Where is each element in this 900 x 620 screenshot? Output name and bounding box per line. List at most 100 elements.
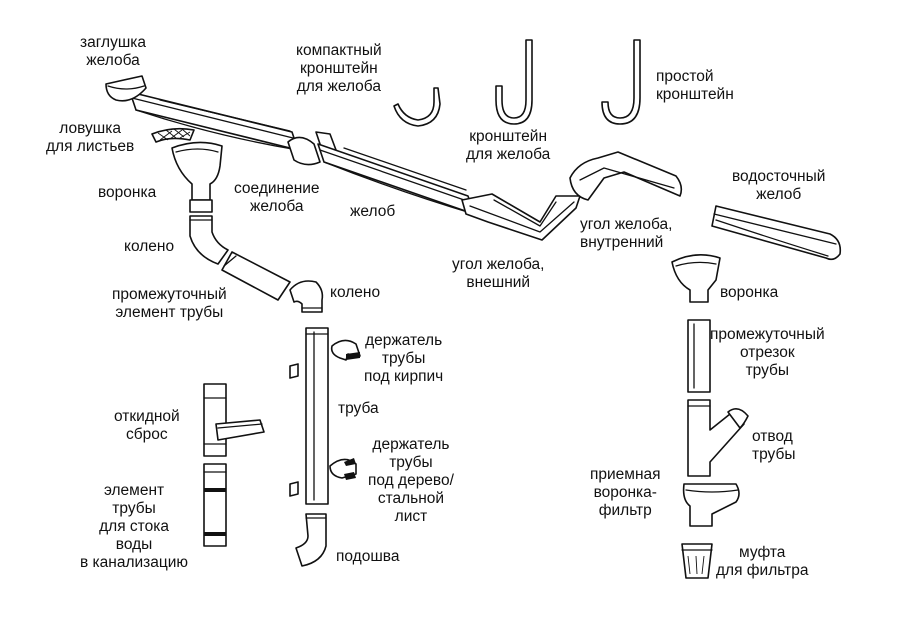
label-sewer-pipe-element: элемент трубы для стока воды в канализац… xyxy=(80,482,188,572)
label-line: приемная xyxy=(590,466,661,483)
label-filter-funnel: приемная воронка- фильтр xyxy=(590,466,661,520)
label-line: водосточный xyxy=(732,168,826,185)
label-line: кронштейн xyxy=(656,86,734,103)
label-line: кронштейн xyxy=(469,128,548,145)
label-filter-coupling: муфта для фильтра xyxy=(716,544,808,580)
wall-clips xyxy=(289,363,299,497)
leaf-trap-part xyxy=(151,127,195,143)
label-line: для листьев xyxy=(46,138,135,155)
label-line: колено xyxy=(330,284,381,301)
label-line: под дерево/ xyxy=(368,472,454,489)
label-line: желоба xyxy=(86,52,140,69)
label-line: внутренний xyxy=(580,234,664,251)
gutter-cap-part xyxy=(105,75,147,102)
label-line: держатель xyxy=(372,436,450,453)
label-line: муфта xyxy=(739,544,786,561)
flap-outlet-part xyxy=(203,383,265,457)
label-line: отвод xyxy=(752,428,793,445)
label-line: трубы xyxy=(381,350,426,367)
label-line: воронка xyxy=(720,284,779,301)
label-line: воронка xyxy=(98,184,157,201)
label-line: простой xyxy=(656,68,714,85)
label-line: стальной xyxy=(377,490,445,507)
label-line: сброс xyxy=(126,426,168,443)
label-line: фильтр xyxy=(598,502,652,519)
label-line: в канализацию xyxy=(80,554,189,571)
elbow-right-part xyxy=(289,280,324,313)
intermediate-pipe-section-part xyxy=(687,319,711,393)
label-line: трубы xyxy=(745,362,790,379)
label-pipe-branch: отвод трубы xyxy=(752,428,796,464)
label-line: колено xyxy=(124,238,175,255)
label-line: для желоба xyxy=(466,146,551,163)
elbow-left-part xyxy=(189,215,229,265)
label-gutter-joint: соединение желоба xyxy=(234,180,320,216)
outer-corner-part xyxy=(461,193,581,241)
label-line: трубы xyxy=(752,446,796,463)
funnel-left-part xyxy=(171,141,223,213)
label-line: труба xyxy=(338,400,379,417)
label-line: для желоба xyxy=(296,78,381,95)
intermediate-pipe-element-part xyxy=(221,251,291,301)
label-simple-bracket: простой кронштейн xyxy=(656,68,734,104)
gutter-bracket-part xyxy=(495,39,533,125)
label-shoe: подошва xyxy=(336,548,399,566)
label-line: промежуточный xyxy=(112,286,227,303)
label-line: лист xyxy=(394,508,428,525)
label-pipe: труба xyxy=(338,400,379,418)
label-leaf-trap: ловушка для листьев xyxy=(46,120,134,156)
label-elbow-left: колено xyxy=(124,238,174,256)
funnel-right-part xyxy=(671,254,721,303)
label-line: для стока xyxy=(99,518,169,535)
label-line: желоб xyxy=(350,203,396,220)
label-line: трубы xyxy=(389,454,433,471)
label-pipe-holder-wood: держатель трубы под дерево/ стальной лис… xyxy=(368,436,454,526)
label-line: держатель xyxy=(365,332,443,349)
label-line: желоб xyxy=(756,186,802,203)
label-line: элемент трубы xyxy=(115,304,224,321)
label-line: ловушка xyxy=(59,120,121,137)
label-line: воды xyxy=(115,536,153,553)
label-inner-corner: угол желоба, внутренний xyxy=(580,216,672,252)
pipe-holder-brick-part xyxy=(330,339,361,361)
label-drain-gutter: водосточный желоб xyxy=(732,168,825,204)
label-line: под кирпич xyxy=(364,368,444,385)
label-line: кронштейн xyxy=(299,60,378,77)
gutter-left-section xyxy=(129,91,299,151)
sewer-pipe-element-part xyxy=(203,463,227,547)
label-line: для фильтра xyxy=(716,562,809,579)
label-outer-corner: угол желоба, внешний xyxy=(452,256,544,292)
pipe-branch-part xyxy=(687,399,749,477)
label-line: угол желоба, xyxy=(452,256,545,273)
label-intermediate-pipe-element: промежуточный элемент трубы xyxy=(112,286,227,322)
label-gutter-cap: заглушка желоба xyxy=(80,34,146,70)
label-funnel-left: воронка xyxy=(98,184,156,202)
inner-corner-part xyxy=(569,151,683,201)
drain-gutter-part xyxy=(711,205,842,261)
label-line: компактный xyxy=(296,42,382,59)
label-intermediate-pipe-section: промежуточный отрезок трубы xyxy=(710,326,825,380)
shoe-part xyxy=(295,513,327,567)
pipe-part xyxy=(305,327,329,505)
filter-coupling-part xyxy=(681,543,713,579)
label-line: внешний xyxy=(466,274,531,291)
label-line: воронка- xyxy=(593,484,657,501)
filter-funnel-part xyxy=(682,483,740,527)
label-funnel-right: воронка xyxy=(720,284,778,302)
gutter-middle-section xyxy=(317,143,475,215)
label-line: желоба xyxy=(250,198,304,215)
label-line: соединение xyxy=(234,180,320,197)
label-line: промежуточный xyxy=(710,326,825,343)
label-gutter-bracket: кронштейн для желоба xyxy=(466,128,550,164)
label-line: угол желоба, xyxy=(580,216,673,233)
label-elbow-right: колено xyxy=(330,284,380,302)
simple-bracket-part xyxy=(601,39,641,125)
label-line: заглушка xyxy=(80,34,147,51)
label-flap-outlet: откидной сброс xyxy=(114,408,180,444)
label-compact-bracket: компактный кронштейн для желоба xyxy=(296,42,382,96)
label-line: трубы xyxy=(112,500,156,517)
pipe-holder-wood-part xyxy=(329,458,357,480)
label-gutter: желоб xyxy=(350,203,395,221)
